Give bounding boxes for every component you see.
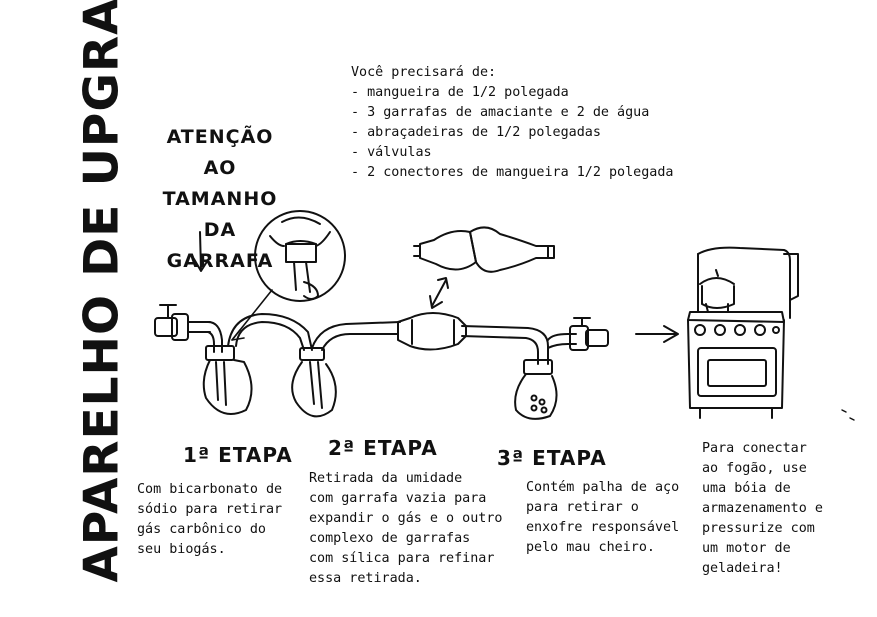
requirement-item: - abraçadeiras de 1/2 polegadas — [351, 125, 601, 140]
stage-2-description: Retirada da umidade com garrafa vazia pa… — [309, 471, 503, 586]
requirement-item: - 3 garrafas de amaciante e 2 de água — [351, 105, 650, 120]
hose-icon — [311, 321, 549, 365]
attention-line: TAMANHO DA — [162, 188, 278, 241]
double-arrow-icon — [429, 277, 449, 309]
stage-1-description: Com bicarbonato de sódio para retirar gá… — [137, 482, 283, 557]
arrow-icon — [635, 325, 679, 343]
hose-icon — [207, 321, 223, 353]
stage-1-label: 1ª ETAPA — [183, 443, 293, 467]
attention-arrow-icon — [193, 231, 209, 272]
stage-3-description: Contém palha de aço para retirar o enxof… — [526, 480, 680, 555]
requirement-item: - válvulas — [351, 145, 432, 160]
bottle-neck-detail-icon — [231, 210, 346, 341]
stage-3-label: 3ª ETAPA — [497, 446, 607, 470]
requirements-list: Você precisará de: - mangueira de 1/2 po… — [351, 63, 673, 183]
balloon-icon — [397, 312, 467, 351]
attention-line: ATENÇÃO AO — [166, 126, 274, 179]
attention-line: GARRAFA — [166, 250, 274, 272]
bottle-icon — [291, 347, 337, 418]
requirements-heading: Você precisará de: — [351, 65, 497, 80]
attention-note: ATENÇÃO AO TAMANHO DA GARRAFA — [150, 122, 290, 277]
stage-2-label: 2ª ETAPA — [328, 436, 438, 460]
bottle-icon — [514, 359, 558, 420]
pot-icon — [699, 269, 735, 313]
hose-icon — [227, 313, 313, 351]
requirement-item: - 2 conectores de mangueira 1/2 polegada — [351, 165, 674, 180]
stove-note: Para conectar ao fogão, use uma bóia de … — [702, 441, 823, 576]
requirement-item: - mangueira de 1/2 polegada — [351, 85, 569, 100]
bottle-icon — [202, 345, 253, 415]
stove-icon — [687, 246, 799, 419]
decorative-ticks-icon — [841, 409, 855, 421]
valve-icon — [154, 304, 211, 341]
bottle-icon — [413, 226, 555, 273]
valve-icon — [547, 317, 609, 351]
